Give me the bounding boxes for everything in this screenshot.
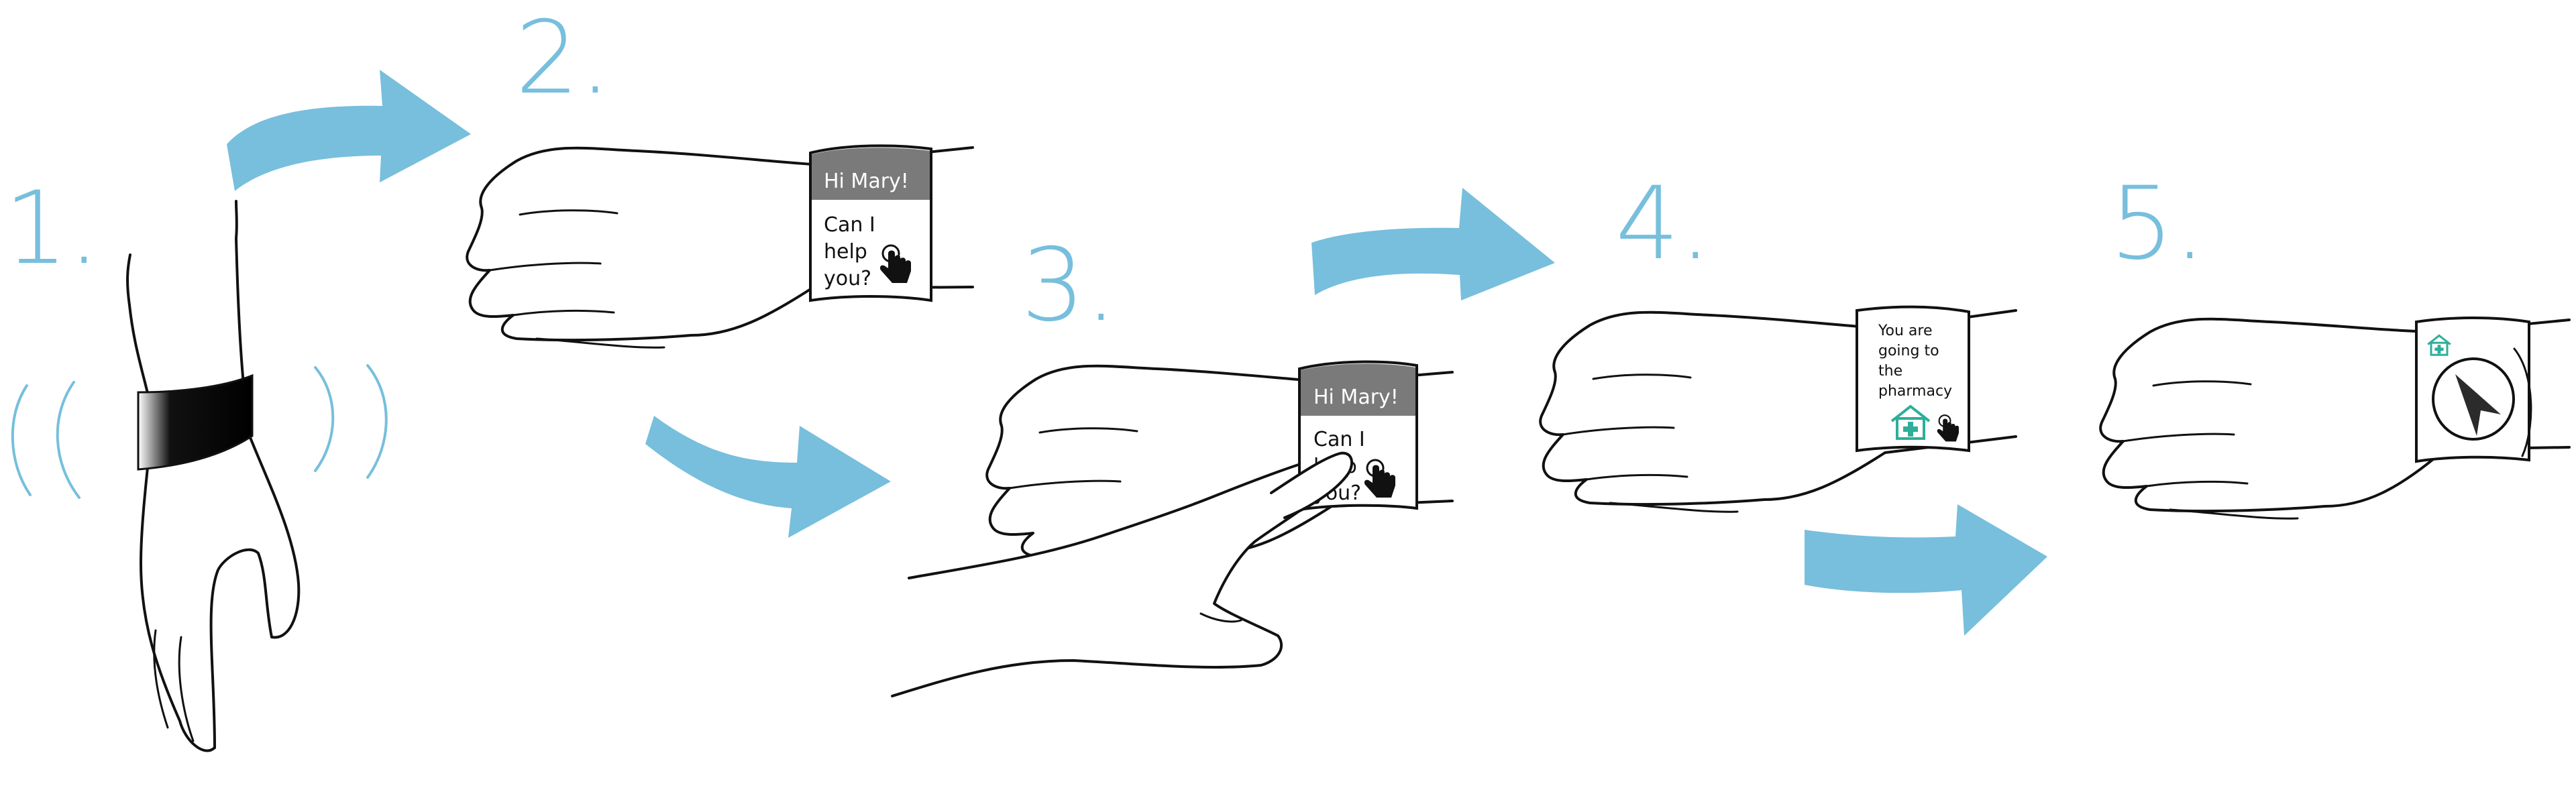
step-5-number: 5. bbox=[2110, 166, 2206, 282]
step-4-number: 4. bbox=[1615, 166, 1711, 282]
step-1-number: 1. bbox=[4, 170, 100, 287]
step-3-body-line-1: Can I bbox=[1313, 428, 1365, 451]
step-2-body-line-1: Can I bbox=[824, 213, 875, 237]
step-4-line-4: pharmacy bbox=[1878, 383, 1952, 400]
step-2-number: 2. bbox=[515, 0, 611, 117]
tap-gesture-icon bbox=[879, 244, 911, 283]
flow-arrow-4-to-5 bbox=[1805, 504, 2047, 636]
step-3-greeting: Hi Mary! bbox=[1313, 386, 1399, 409]
step-5-watch-screen[interactable] bbox=[2415, 317, 2532, 463]
step-4-screen-frame bbox=[1856, 305, 1970, 453]
pharmacy-icon bbox=[2427, 334, 2451, 356]
step-4-line-3: the bbox=[1878, 363, 1902, 380]
step-2-greeting: Hi Mary! bbox=[824, 170, 909, 193]
flow-arrow-1-to-2 bbox=[227, 70, 471, 191]
step-4-watch-screen[interactable]: You are going to the pharmacy bbox=[1856, 305, 1970, 453]
step-1-arm bbox=[126, 200, 301, 752]
navigation-arrow-icon bbox=[2455, 374, 2501, 436]
step-4-line-2: going to bbox=[1878, 343, 1939, 359]
step-4-arm bbox=[1539, 309, 2017, 513]
tap-gesture-icon bbox=[1364, 459, 1395, 498]
step-1-wristband bbox=[137, 374, 254, 471]
step-3-touching-hand bbox=[891, 454, 1346, 697]
step-4-line-1: You are bbox=[1878, 323, 1933, 339]
step-3-screen-header bbox=[1301, 363, 1415, 416]
flow-arrow-3-to-4 bbox=[1311, 188, 1555, 300]
step-2-body-line-3: you? bbox=[824, 267, 871, 290]
step-2-body-line-2: help bbox=[824, 240, 867, 264]
step-3-number: 3. bbox=[1021, 227, 1117, 344]
step-2-screen-header bbox=[812, 148, 930, 200]
flow-arrow-2-to-3 bbox=[645, 416, 891, 538]
step-3-watch-screen[interactable]: Hi Mary! Can I help you? bbox=[1270, 360, 1418, 519]
pharmacy-icon bbox=[1890, 404, 1931, 440]
step-2-watch-screen[interactable]: Hi Mary! Can I help you? bbox=[809, 144, 932, 302]
step-1-vibration-lines bbox=[11, 364, 388, 499]
tap-gesture-icon bbox=[1937, 414, 1959, 442]
